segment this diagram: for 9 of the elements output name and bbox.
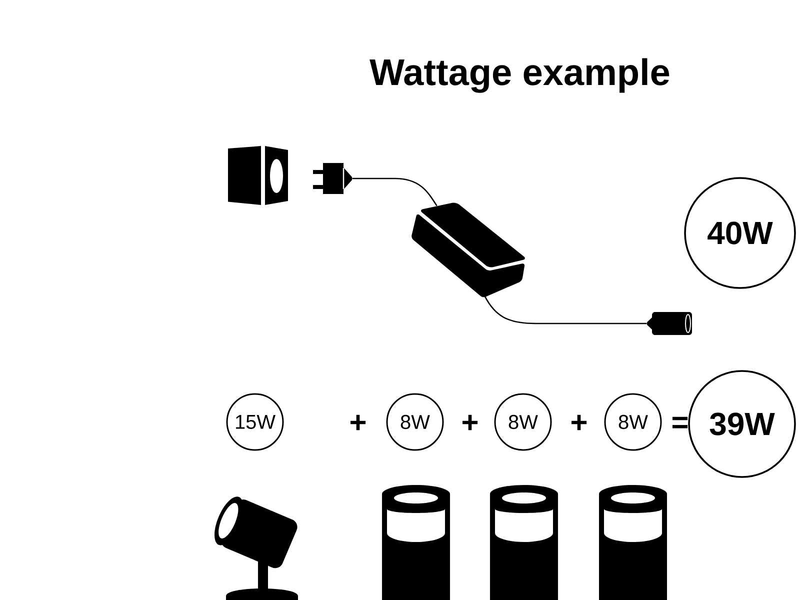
power-adapter-drawing	[412, 202, 525, 298]
math-operator: +	[462, 414, 478, 430]
cable	[484, 296, 647, 324]
math-operator: +	[350, 414, 366, 430]
title: Wattage example	[370, 58, 670, 93]
cable-connector-drawing	[647, 312, 692, 335]
plug-drawing	[313, 163, 352, 194]
math-operator: =	[672, 416, 688, 428]
math-operator: +	[572, 414, 587, 430]
